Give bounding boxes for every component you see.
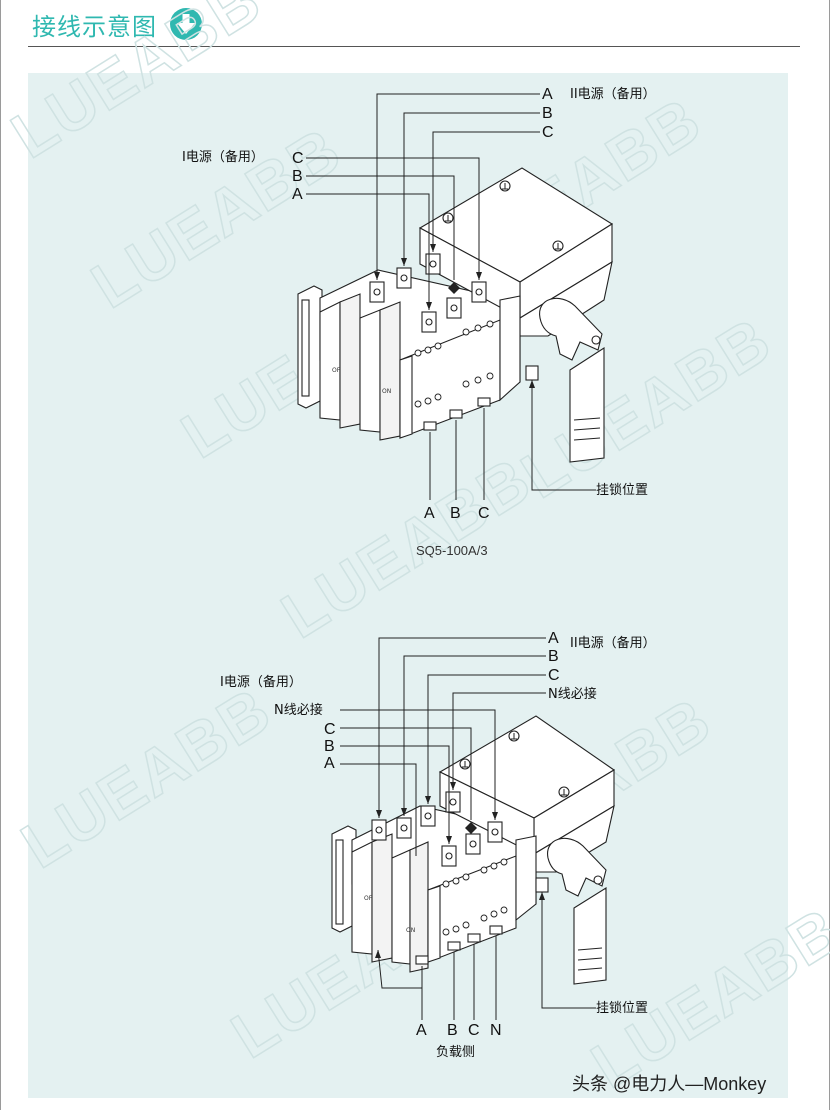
source1-label: I电源（备用） — [182, 149, 264, 165]
diagram-1: OF ON — [182, 86, 656, 558]
load-side-label: 负载侧 — [436, 1045, 475, 1060]
leaders-source2 — [376, 637, 546, 818]
section-title: 接线示意图 — [32, 12, 157, 41]
left-phase-a: A — [324, 755, 335, 772]
bottom-phase-c: C — [468, 1022, 480, 1039]
lock-position-label: 挂锁位置 — [596, 482, 648, 498]
left-phase-c: C — [324, 721, 336, 738]
lock-position-label: 挂锁位置 — [596, 1000, 648, 1016]
watermark-text: LUEABB — [579, 893, 830, 1102]
source2-label: II电源（备用） — [570, 86, 656, 102]
top-phase-c: C — [548, 667, 560, 684]
on-label: ON — [406, 927, 415, 934]
header-divider — [28, 46, 800, 47]
left-phase-a: A — [292, 186, 303, 203]
author-watermark: 头条 @电力人—Monkey — [572, 1074, 766, 1094]
section-header: 接线示意图 — [32, 6, 203, 42]
bottom-phase-b: B — [450, 505, 461, 522]
diagram-2: OF ON — [220, 630, 656, 1060]
left-phase-b: B — [324, 738, 335, 755]
bottom-phase-a: A — [416, 1022, 427, 1039]
bottom-phase-n: N — [490, 1022, 502, 1039]
leaders-source2 — [374, 93, 540, 280]
top-phase-c: C — [542, 124, 554, 141]
left-phase-b: B — [292, 168, 303, 185]
bottom-phase-c: C — [478, 505, 490, 522]
left-phase-c: C — [292, 150, 304, 167]
terminals-source1 — [421, 282, 462, 333]
watermark-text: LUEABB — [9, 673, 283, 882]
leaders-source1 — [340, 709, 498, 856]
top-phase-b: B — [548, 648, 559, 665]
page-left-border — [0, 0, 1, 1110]
top-phase-b: B — [542, 105, 553, 122]
bottom-phase-b: B — [447, 1022, 458, 1039]
model-label: SQ5-100A/3 — [416, 543, 488, 558]
top-phase-a: A — [542, 86, 553, 103]
n-wire-label-top: N线必接 — [548, 686, 597, 702]
bottom-phase-a: A — [424, 505, 435, 522]
source1-label: I电源（备用） — [220, 674, 302, 690]
n-wire-label-left: N线必接 — [274, 702, 323, 718]
source2-label: II电源（备用） — [570, 635, 656, 651]
off-label: OF — [332, 367, 341, 374]
watermark-text: LUEABB — [269, 443, 543, 652]
down-arrow-circle-icon — [170, 8, 202, 40]
watermark-text: LUEABB — [0, 0, 274, 172]
top-phase-a: A — [548, 630, 559, 647]
on-label: ON — [382, 388, 391, 395]
leaders-source1 — [306, 157, 482, 310]
leaders-load — [375, 936, 497, 1020]
terminals-source1 — [441, 821, 503, 867]
leaders-load — [429, 408, 485, 500]
off-label: OF — [364, 895, 373, 902]
switch-body: OF ON — [331, 715, 616, 985]
